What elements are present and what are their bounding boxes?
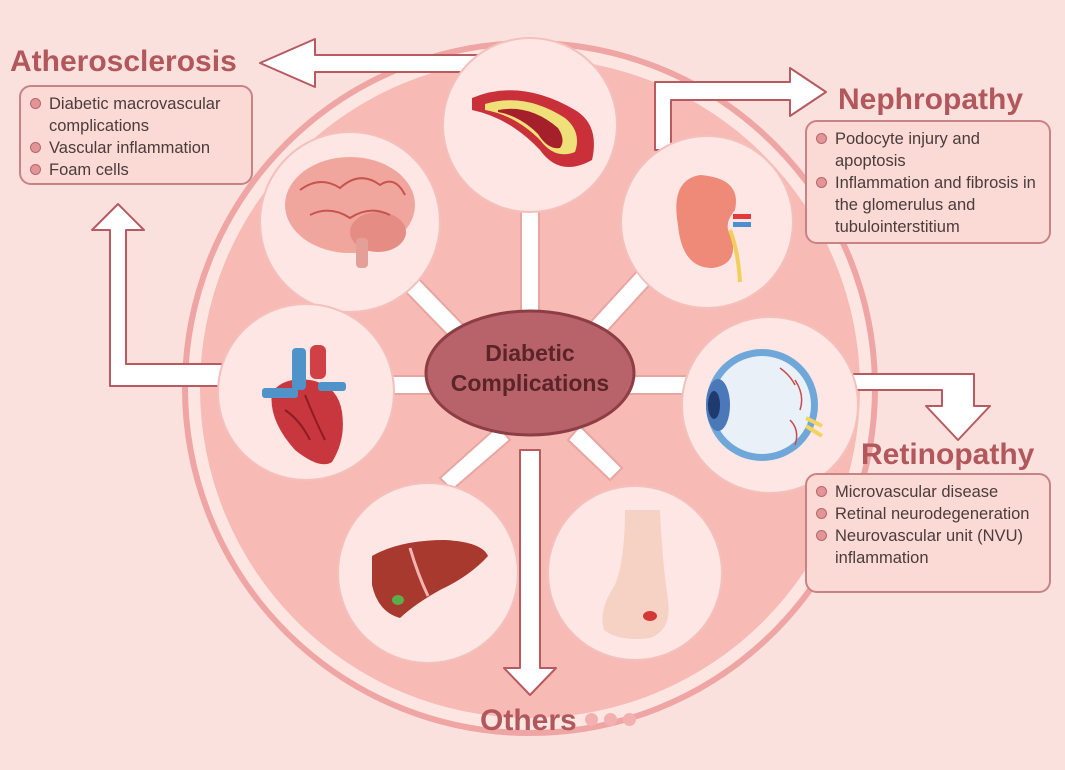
list-item: Neurovascular unit (NVU) inflammation	[815, 525, 1041, 569]
list-item: Foam cells	[29, 159, 243, 181]
arrows	[91, 38, 991, 696]
eye-icon	[706, 349, 824, 461]
heart-icon	[262, 345, 346, 465]
list-item: Diabetic macrovascular complications	[29, 93, 243, 137]
kidney-icon	[676, 175, 751, 283]
list-item: Vascular inflammation	[29, 137, 243, 159]
brain-icon	[285, 157, 415, 268]
others-dots	[585, 713, 636, 726]
retinopathy-title: Retinopathy	[861, 438, 1035, 471]
arrow-heart-to-atherosclerosis	[91, 203, 226, 387]
arrow-to-atherosclerosis	[259, 38, 483, 88]
retinopathy-box: Microvascular disease Retinal neurodegen…	[805, 473, 1051, 593]
list-item: Retinal neurodegeneration	[815, 503, 1041, 525]
center-label: Diabetic Complications	[430, 338, 630, 398]
atherosclerosis-box: Diabetic macrovascular complications Vas…	[19, 85, 253, 185]
nephropathy-title: Nephropathy	[838, 83, 1024, 116]
dot-icon	[585, 713, 598, 726]
arrow-to-nephropathy	[654, 67, 827, 151]
center-line-1: Diabetic	[485, 340, 575, 366]
center-ellipse	[424, 309, 636, 437]
dot-icon	[604, 713, 617, 726]
list-item: Podocyte injury and apoptosis	[815, 128, 1041, 172]
atherosclerosis-title: Atherosclerosis	[10, 45, 237, 78]
foot-icon	[602, 510, 669, 639]
others-title: Others	[480, 704, 577, 737]
list-item: Microvascular disease	[815, 481, 1041, 503]
center-line-2: Complications	[450, 370, 610, 396]
arrow-to-others	[503, 449, 557, 696]
arrow-to-retinopathy	[833, 373, 991, 441]
nephropathy-box: Podocyte injury and apoptosis Inflammati…	[805, 120, 1051, 244]
dot-icon	[623, 713, 636, 726]
list-item: Inflammation and fibrosis in the glomeru…	[815, 172, 1041, 238]
artery-icon	[472, 90, 594, 168]
liver-icon	[372, 540, 488, 618]
